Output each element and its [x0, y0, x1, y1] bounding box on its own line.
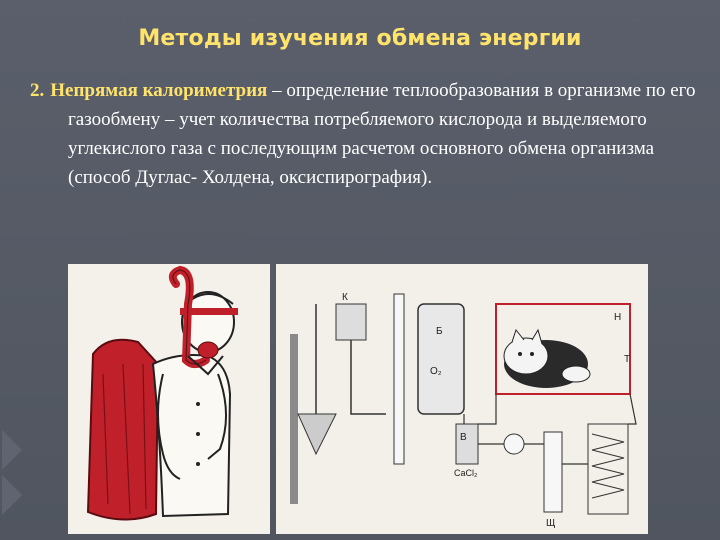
label-k: К	[342, 292, 348, 303]
label-v: В	[460, 432, 467, 443]
item-number: 2.	[30, 80, 45, 101]
slide-body: 2.Непрямая калориметрия – определение те…	[30, 76, 718, 192]
label-b: Б	[436, 326, 443, 337]
label-h: Н	[614, 312, 621, 323]
label-shch: Щ	[546, 518, 555, 529]
person-with-gas-bag-illustration	[68, 264, 270, 534]
label-cacl2: CaCl₂	[454, 468, 478, 478]
label-o2: O₂	[430, 366, 442, 377]
cat-chamber-apparatus-illustration: К Б O₂ Н Т В CaCl₂ Щ	[276, 264, 648, 534]
decorative-arrows	[0, 420, 40, 535]
label-t: Т	[624, 354, 630, 365]
term-label: Непрямая калориметрия	[50, 80, 268, 101]
description-text: – определение теплообразования в организ…	[68, 80, 696, 188]
slide-title: Методы изучения обмена энергии	[138, 26, 582, 51]
